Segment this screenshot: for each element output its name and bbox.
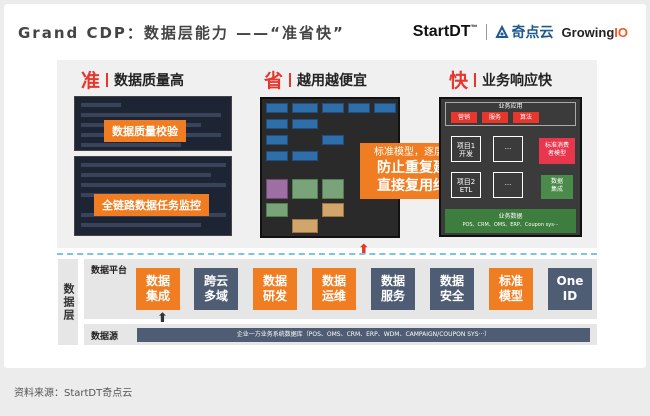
growingio-logo: GrowingIO [561, 24, 628, 40]
startdt-logo: StartDT™ [412, 23, 478, 40]
quality-check-tag: 数据质量校验 [104, 120, 186, 142]
module-cross-cloud: 跨云 多域 [194, 268, 238, 310]
pillar-accurate: 准数据质量高 [81, 70, 185, 92]
module-standard-model: 标准 模型 [489, 268, 533, 310]
up-arrow-icon: ⬆ [358, 242, 370, 258]
datasource-up-arrow-icon: ⬆ [157, 311, 168, 326]
business-data-box: 业务数据 POS、CRM、OMS、ERP、Coupon sys··· [445, 209, 576, 233]
module-data-operations: 数据 运维 [312, 268, 356, 310]
data-integration-box: 数据 集成 [541, 175, 573, 199]
consumer-model-box: 标准消费 者模型 [539, 138, 575, 164]
module-data-service: 数据 服务 [371, 268, 415, 310]
business-architecture-diagram: 业务应用 营销 服务 算法 项目1 开发 ··· 项目2 ETL ··· 标准消… [439, 97, 582, 237]
data-source-bar: 企业一方业务系统数据库（POS、OMS、CRM、ERP、WDM、CAMPAIGN… [137, 328, 590, 342]
project-dev-cell: 项目1 开发 [451, 136, 481, 162]
data-source-row: 数据源 企业一方业务系统数据库（POS、OMS、CRM、ERP、WDM、CAMP… [84, 324, 597, 345]
module-oneid: One ID [548, 268, 592, 310]
marketing-chip: 营销 [451, 112, 477, 123]
algorithm-chip: 算法 [513, 112, 539, 123]
service-chip: 服务 [482, 112, 508, 123]
module-data-integration: 数据 集成 [136, 268, 180, 310]
more-cell-2: ··· [493, 172, 523, 198]
capability-panel: 准数据质量高 省越用越便宜 快业务响应快 数据质量校验 全链路数据任务监控 [57, 60, 597, 248]
pillar-economical: 省越用越便宜 [264, 70, 368, 92]
business-app-box: 业务应用 [445, 102, 576, 126]
qidianyun-logo: 奇点云 [494, 22, 554, 42]
qidianyun-icon [494, 25, 509, 38]
source-caption: 资料来源：StartDT奇点云 [14, 388, 133, 399]
project-etl-cell: 项目2 ETL [451, 172, 481, 198]
more-cell-1: ··· [493, 136, 523, 162]
pillar-fast: 快业务响应快 [449, 70, 553, 92]
layer-divider [57, 253, 597, 255]
module-data-development: 数据 研发 [253, 268, 297, 310]
slide-title: Grand CDP：数据层能力 ——“准省快” [18, 24, 345, 42]
logo-group: StartDT™ 奇点云 GrowingIO [413, 22, 628, 42]
logo-divider [485, 24, 487, 40]
data-platform-row: 数据平台 数据 集成 跨云 多域 数据 研发 数据 运维 数据 服务 数据 安全… [84, 259, 597, 319]
module-data-security: 数据 安全 [430, 268, 474, 310]
data-layer-label: 数据层 [58, 259, 78, 345]
task-monitor-tag: 全链路数据任务监控 [94, 194, 209, 216]
data-platform-label: 数据平台 [91, 266, 128, 276]
data-source-label: 数据源 [91, 332, 119, 342]
slide-card: Grand CDP：数据层能力 ——“准省快” StartDT™ 奇点云 Gro… [4, 4, 646, 368]
